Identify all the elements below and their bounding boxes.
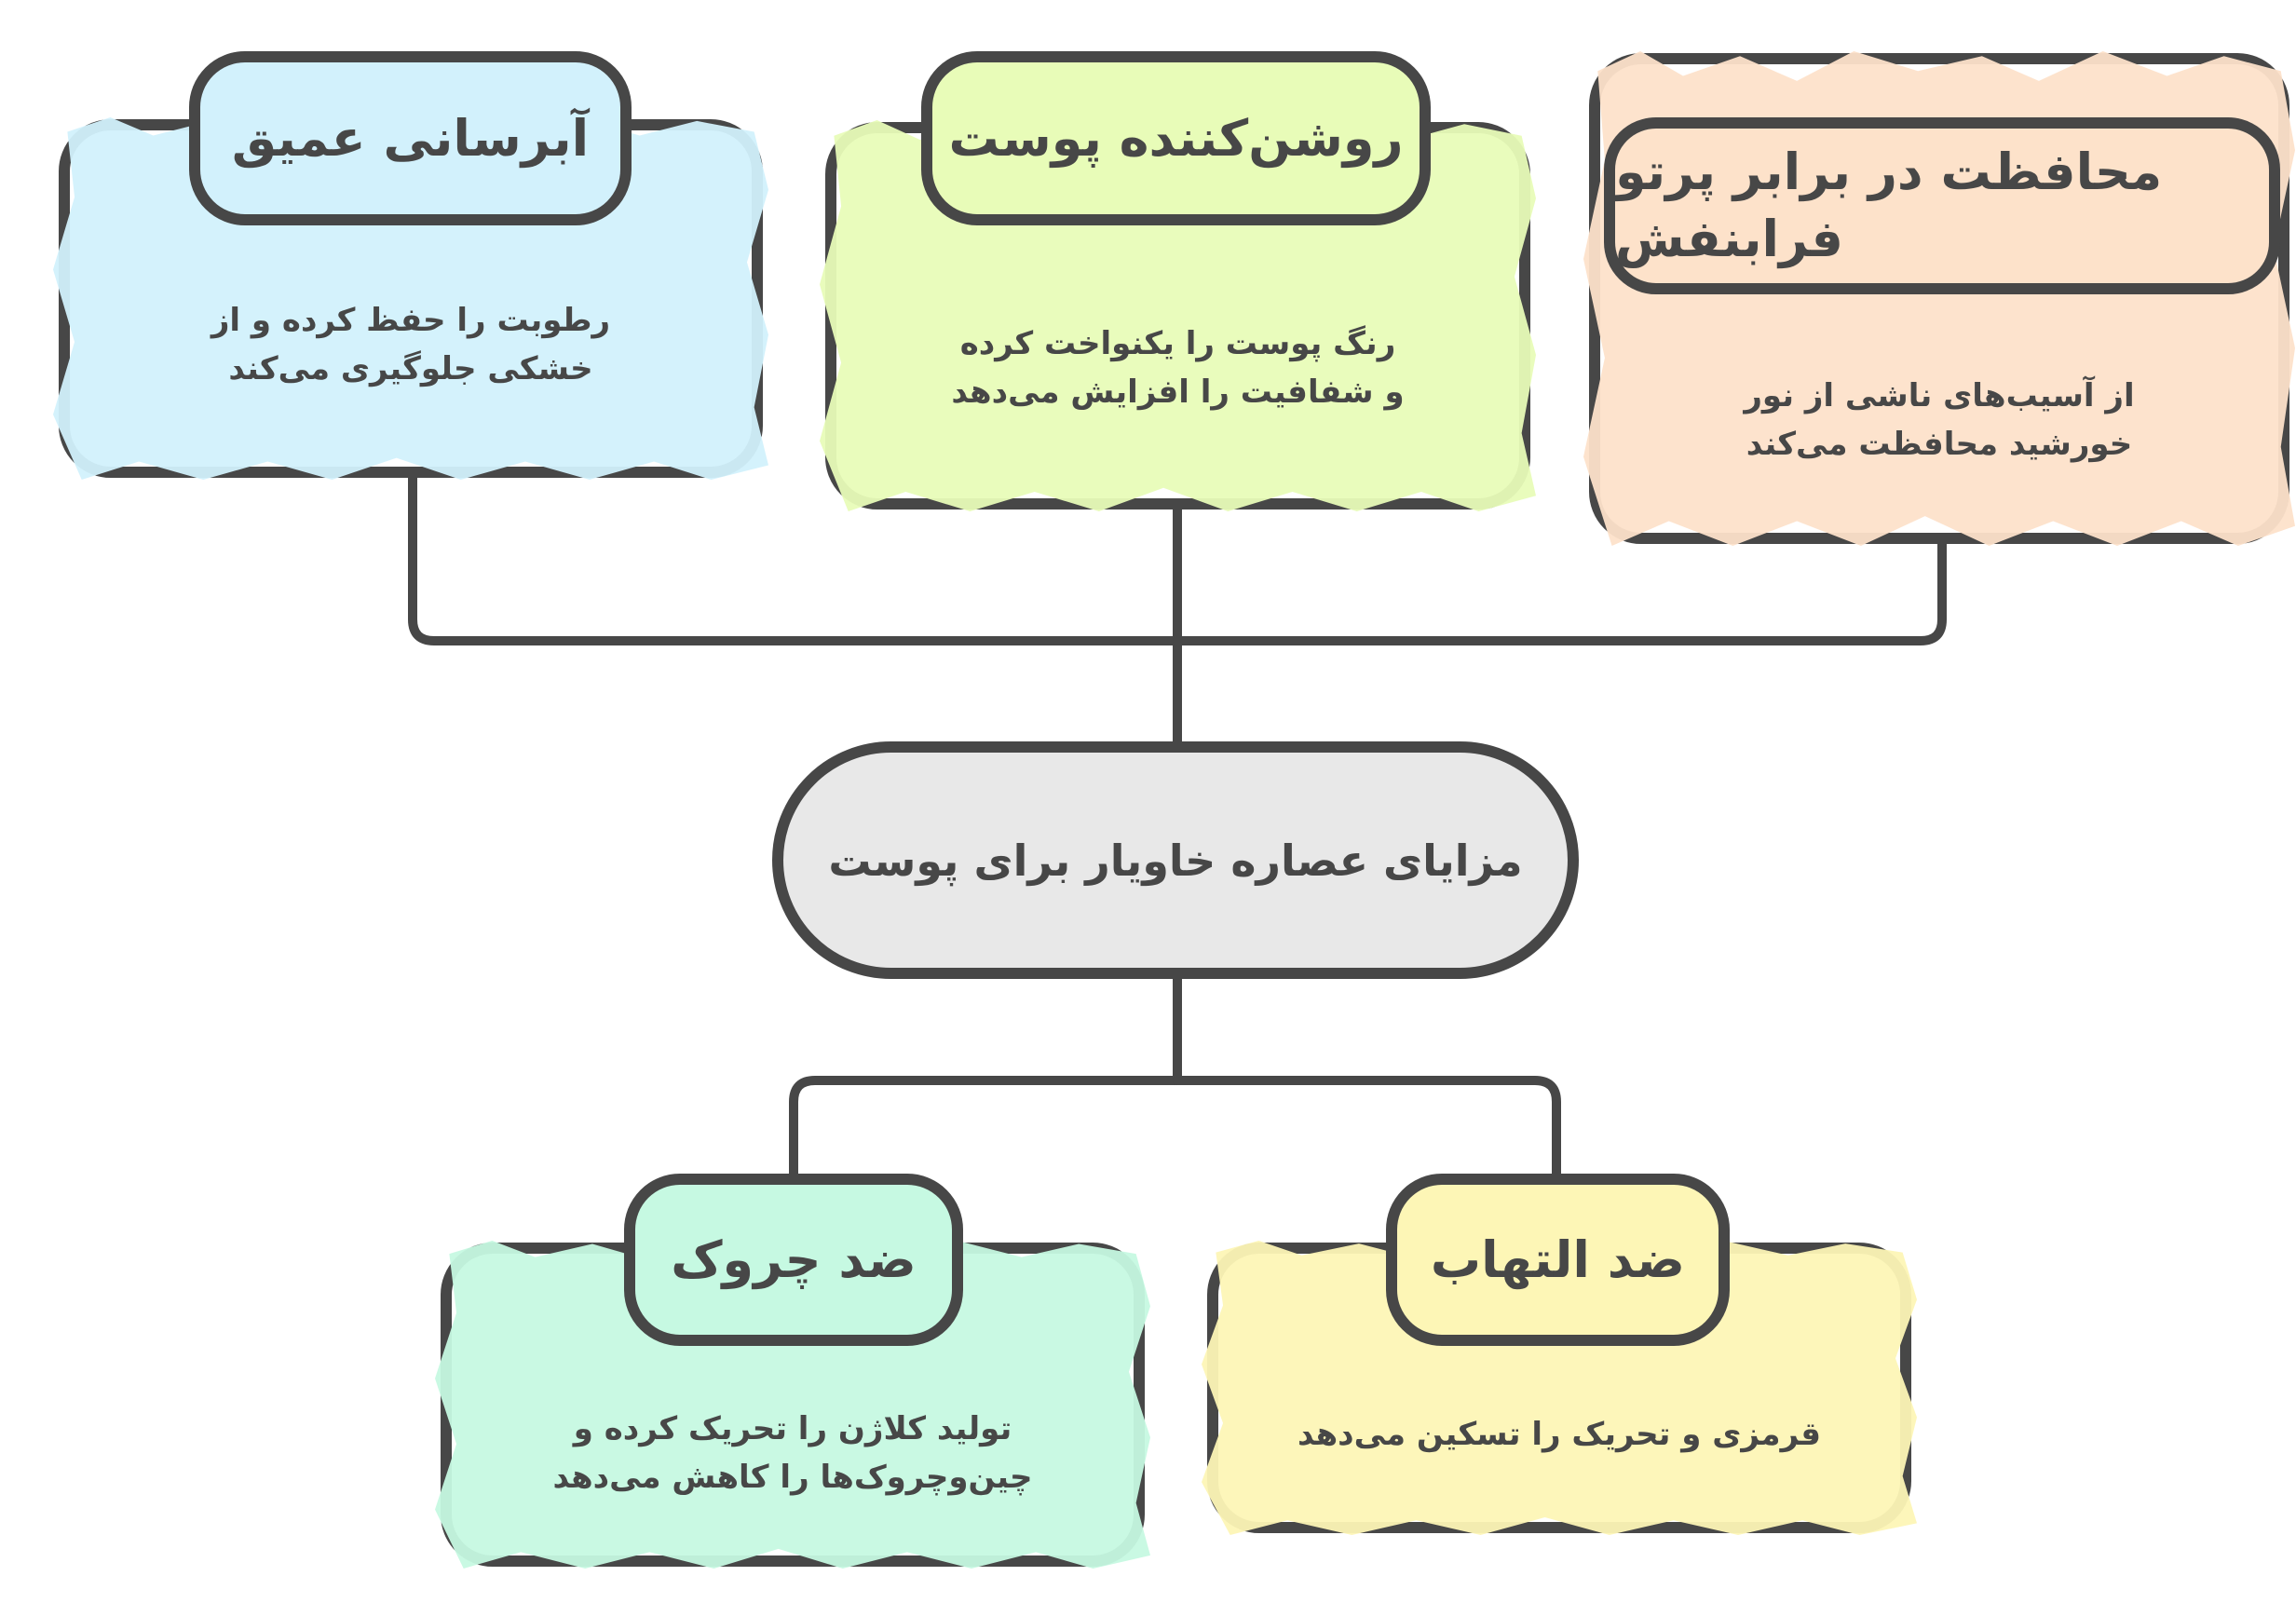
description-line-2: خورشید محافظت می‌کند [1746,426,2133,463]
description-line-1: تولید کلاژن را تحریک کرده و [573,1410,1012,1447]
description-line-2: چین‌وچروک‌ها را کاهش می‌دهد [552,1459,1033,1496]
connector-left [408,472,1182,645]
node-title-anti-inflammatory: ضد التهاب [1386,1174,1730,1346]
description-line-1: قرمزی و تحریک را تسکین می‌دهد [1297,1416,1822,1453]
description-line-1: از آسیب‌های ناشی از نور [1744,377,2135,414]
description-line-1: رطوبت را حفظ کرده و از [211,302,611,339]
node-title-deep-hydration: آبرسانی عمیق [189,51,632,225]
node-description: رطوبت را حفظ کرده و از خشکی جلوگیری می‌ک… [70,296,752,393]
description-line-2: خشکی جلوگیری می‌کند [228,350,593,387]
description-line-2: و شفافیت را افزایش می‌دهد [951,374,1405,411]
connector-bottom-left [789,1076,1182,1183]
node-title-uv-protection: محافظت در برابر پرتو فرابنفش [1604,117,2280,294]
connector-bottom-right [1173,1076,1561,1183]
connector-right [1173,538,1947,645]
node-description: قرمزی و تحریک را تسکین می‌دهد [1218,1410,1900,1459]
node-title-skin-brightening: روشن‌کننده پوست [921,51,1431,225]
node-description: رنگ پوست را یکنواخت کرده و شفافیت را افز… [836,319,1519,416]
description-line-1: رنگ پوست را یکنواخت کرده [959,325,1396,362]
node-title-anti-wrinkle: ضد چروک [624,1174,963,1346]
central-topic-text: مزایای عصاره خاویار برای پوست [828,835,1523,886]
node-title-text: روشن‌کننده پوست [948,108,1404,168]
node-title-text: ضد التهاب [1430,1229,1686,1289]
central-topic-node: مزایای عصاره خاویار برای پوست [772,741,1579,979]
node-description: از آسیب‌های ناشی از نور خورشید محافظت می… [1600,372,2278,469]
node-title-line-2: فرابنفش [1615,210,1843,268]
node-title-line-1: محافظت در برابر پرتو [1615,143,2163,201]
node-description: تولید کلاژن را تحریک کرده و چین‌وچروک‌ها… [452,1405,1134,1501]
node-title-text: آبرسانی عمیق [231,108,590,168]
node-title-text: ضد چروک [671,1229,917,1289]
